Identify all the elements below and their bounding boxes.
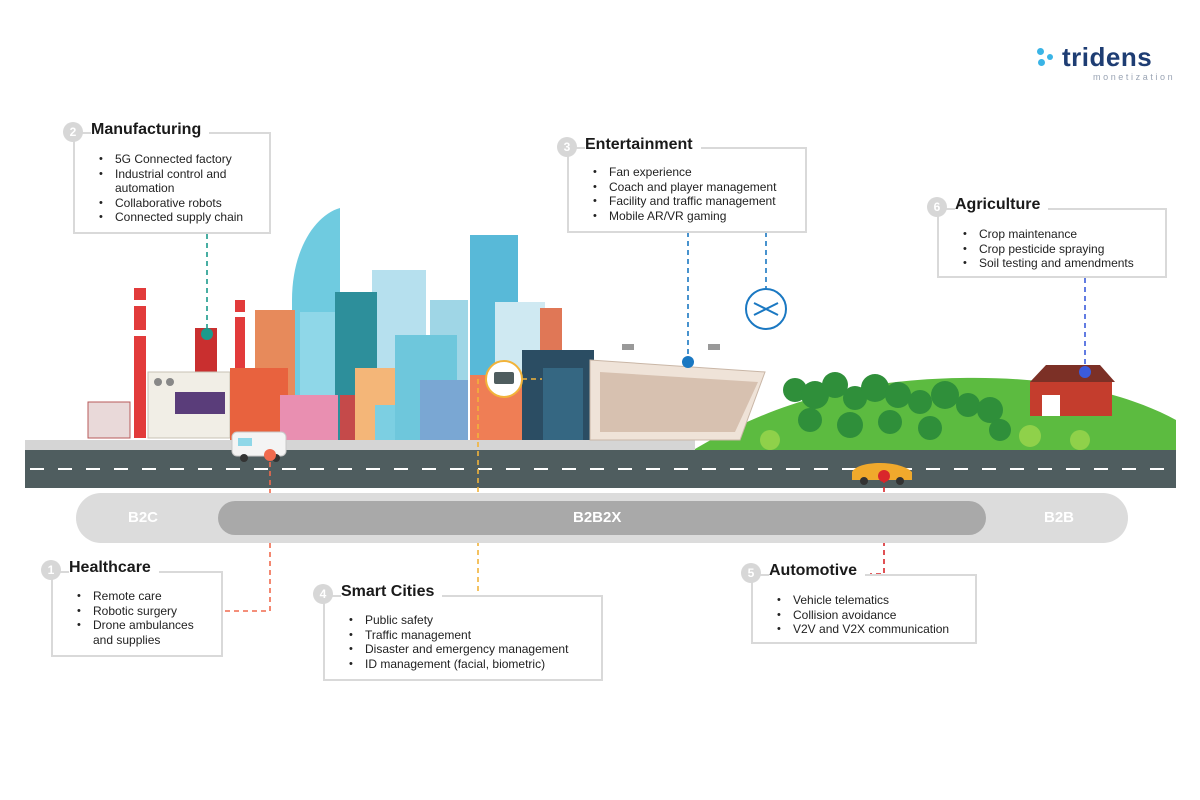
card-smart-cities: Public safety Traffic management Disaste… bbox=[323, 595, 603, 681]
card-title: Automotive bbox=[769, 562, 865, 580]
segment-b2c: B2C bbox=[128, 509, 159, 526]
list-item: Remote care bbox=[77, 589, 211, 604]
list-item: ID management (facial, biometric) bbox=[349, 657, 591, 672]
list-item: Collision avoidance bbox=[777, 608, 965, 623]
list-item: Robotic surgery bbox=[77, 604, 211, 619]
list-item: Crop pesticide spraying bbox=[963, 242, 1155, 257]
card-number: 6 bbox=[927, 197, 947, 217]
list-item: Coach and player management bbox=[593, 180, 795, 195]
card-number: 4 bbox=[313, 584, 333, 604]
list-item: Disaster and emergency management bbox=[349, 642, 591, 657]
list-item: Fan experience bbox=[593, 165, 795, 180]
card-title: Entertainment bbox=[585, 136, 701, 154]
list-item: Industrial control and bbox=[99, 167, 259, 182]
logo-dot-icon bbox=[1038, 59, 1045, 66]
card-title: Manufacturing bbox=[91, 121, 210, 139]
list-item: Collaborative robots bbox=[99, 196, 259, 211]
card-number: 5 bbox=[741, 563, 761, 583]
card-manufacturing: 5G Connected factory Industrial control … bbox=[73, 132, 271, 234]
list-item-continued: and supplies bbox=[93, 632, 161, 647]
list-item: Vehicle telematics bbox=[777, 593, 965, 608]
list-item: Facility and traffic management bbox=[593, 194, 795, 209]
brand-tagline: monetization bbox=[1093, 72, 1176, 82]
card-agriculture: Crop maintenance Crop pesticide spraying… bbox=[937, 208, 1167, 278]
list-item: 5G Connected factory bbox=[99, 152, 259, 167]
list-item: Crop maintenance bbox=[963, 227, 1155, 242]
card-title: Smart Cities bbox=[341, 583, 443, 601]
segment-b2b2x: B2B2X bbox=[573, 509, 622, 526]
logo-dot-icon bbox=[1037, 48, 1044, 55]
list-item: V2V and V2X communication bbox=[777, 622, 965, 637]
list-item: Soil testing and amendments bbox=[963, 256, 1155, 271]
segment-bar-center bbox=[218, 501, 986, 535]
card-healthcare: Remote care Robotic surgery Drone ambula… bbox=[51, 571, 223, 657]
list-item-continued: automation bbox=[115, 181, 175, 196]
card-entertainment: Fan experience Coach and player manageme… bbox=[567, 147, 807, 233]
card-number: 1 bbox=[41, 560, 61, 580]
card-title: Healthcare bbox=[69, 559, 159, 577]
brand-name: tridens bbox=[1062, 42, 1153, 72]
card-title: Agriculture bbox=[955, 196, 1049, 214]
card-number: 3 bbox=[557, 137, 577, 157]
list-item: Public safety bbox=[349, 613, 591, 628]
list-item: Traffic management bbox=[349, 628, 591, 643]
logo-dot-icon bbox=[1047, 54, 1053, 60]
list-item: Connected supply chain bbox=[99, 210, 259, 225]
card-number: 2 bbox=[63, 122, 83, 142]
segment-b2b: B2B bbox=[1044, 509, 1075, 526]
card-automotive: Vehicle telematics Collision avoidance V… bbox=[751, 574, 977, 644]
list-item: Drone ambulances bbox=[77, 618, 211, 633]
list-item: Mobile AR/VR gaming bbox=[593, 209, 795, 224]
brand-logo: tridens monetization bbox=[1035, 42, 1173, 87]
